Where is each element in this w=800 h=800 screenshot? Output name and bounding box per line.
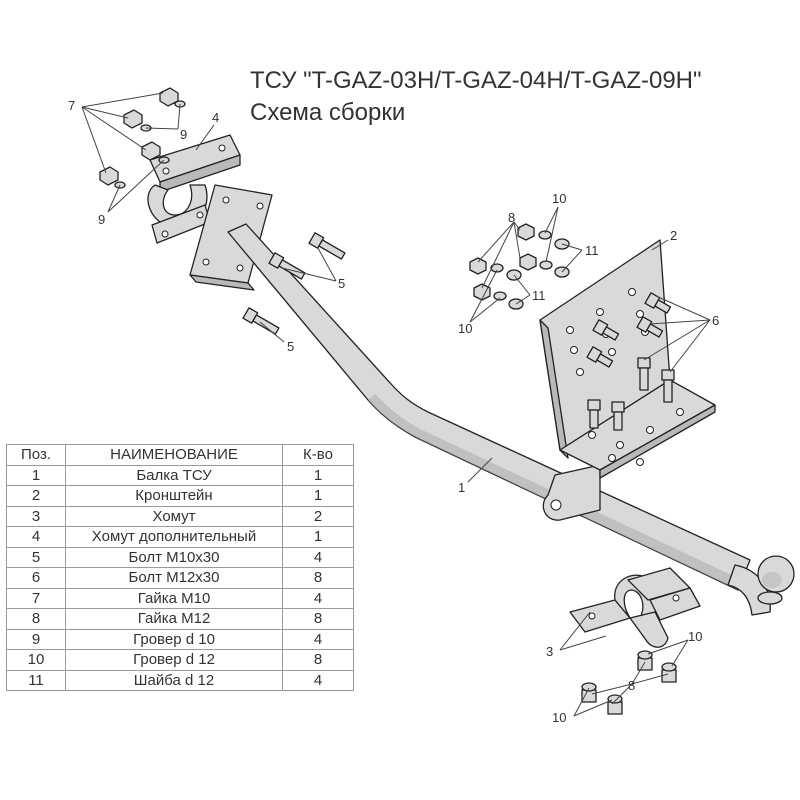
table-row: 9 Гровер d 10 4 bbox=[6, 628, 354, 650]
cell-name: Болт М10х30 bbox=[65, 546, 283, 568]
cell-quantity: 4 bbox=[282, 546, 354, 568]
part-2-bracket bbox=[539, 239, 716, 479]
callout-9-bottom: 9 bbox=[98, 212, 105, 227]
table-row: 1 Балка ТСУ 1 bbox=[6, 464, 354, 486]
parts-table: Поз. НАИМЕНОВАНИЕ К-во 1 Балка ТСУ 1 2 К… bbox=[6, 444, 354, 691]
callout-11-right: 11 bbox=[585, 243, 599, 258]
cell-quantity: 8 bbox=[282, 567, 354, 589]
cell-quantity: 8 bbox=[282, 608, 354, 630]
cell-position: 6 bbox=[6, 567, 66, 589]
cell-position: 8 bbox=[6, 608, 66, 630]
cell-quantity: 1 bbox=[282, 464, 354, 486]
cell-name: Шайба d 12 bbox=[65, 669, 283, 691]
callout-5-lower: 5 bbox=[287, 339, 294, 354]
callout-2: 2 bbox=[670, 228, 677, 243]
cell-name: Хомут bbox=[65, 505, 283, 527]
table-row: 11 Шайба d 12 4 bbox=[6, 669, 354, 691]
cell-position: 10 bbox=[6, 649, 66, 671]
column-header-quantity: К-во bbox=[282, 444, 354, 466]
cell-position: 11 bbox=[6, 669, 66, 691]
callout-8-upper: 8 bbox=[508, 210, 515, 225]
cell-name: Гайка М12 bbox=[65, 608, 283, 630]
callout-4: 4 bbox=[212, 110, 219, 125]
part-3-clamps bbox=[569, 567, 701, 648]
part-4-additional-clamp bbox=[147, 134, 241, 244]
part-1-towbar-beam bbox=[189, 184, 795, 616]
callout-8-bottom: 8 bbox=[628, 678, 635, 693]
table-row: 7 Гайка М10 4 bbox=[6, 587, 354, 609]
cell-name: Балка ТСУ bbox=[65, 464, 283, 486]
cell-position: 2 bbox=[6, 485, 66, 507]
callout-1: 1 bbox=[458, 480, 465, 495]
callout-11-middle: 11 bbox=[532, 288, 546, 303]
table-row: 6 Болт М12х30 8 bbox=[6, 567, 354, 589]
callout-7: 7 bbox=[68, 98, 75, 113]
cell-name: Кронштейн bbox=[65, 485, 283, 507]
table-row: 4 Хомут дополнительный 1 bbox=[6, 526, 354, 548]
callout-3: 3 bbox=[546, 644, 553, 659]
cell-quantity: 4 bbox=[282, 628, 354, 650]
callout-10-top: 10 bbox=[552, 191, 566, 206]
part-6-bolts bbox=[586, 292, 675, 431]
cell-name: Гровер d 12 bbox=[65, 649, 283, 671]
cell-quantity: 4 bbox=[282, 587, 354, 609]
cell-name: Хомут дополнительный bbox=[65, 526, 283, 548]
callout-9-top: 9 bbox=[180, 127, 187, 142]
table-row: 2 Кронштейн 1 bbox=[6, 485, 354, 507]
cell-position: 3 bbox=[6, 505, 66, 527]
callout-10-bottom-right: 10 bbox=[688, 629, 702, 644]
part-8-nuts-upper bbox=[469, 223, 537, 301]
cell-position: 7 bbox=[6, 587, 66, 609]
column-header-name: НАИМЕНОВАНИЕ bbox=[65, 444, 283, 466]
cell-quantity: 4 bbox=[282, 669, 354, 691]
callout-5-upper: 5 bbox=[338, 276, 345, 291]
leader-lines bbox=[81, 92, 711, 717]
callout-6: 6 bbox=[712, 313, 719, 328]
table-header-row: Поз. НАИМЕНОВАНИЕ К-во bbox=[6, 444, 354, 466]
part-5-bolts bbox=[242, 232, 346, 335]
cell-position: 4 bbox=[6, 526, 66, 548]
column-header-position: Поз. bbox=[6, 444, 66, 466]
page-title: ТСУ "T-GAZ-03H/T-GAZ-04H/T-GAZ-09H" bbox=[250, 67, 702, 94]
table-row: 10 Гровер d 12 8 bbox=[6, 649, 354, 671]
part-10-lock-washers-upper bbox=[490, 230, 553, 301]
table-row: 3 Хомут 2 bbox=[6, 505, 354, 527]
table-row: 8 Гайка М12 8 bbox=[6, 608, 354, 630]
cell-name: Гровер d 10 bbox=[65, 628, 283, 650]
cell-quantity: 1 bbox=[282, 526, 354, 548]
cell-quantity: 8 bbox=[282, 649, 354, 671]
page-subtitle: Схема сборки bbox=[250, 99, 406, 126]
cell-position: 9 bbox=[6, 628, 66, 650]
callout-10-middle: 10 bbox=[458, 321, 472, 336]
cell-quantity: 1 bbox=[282, 485, 354, 507]
callout-labels: 7 9 9 4 5 5 1 2 6 8 10 11 11 10 3 10 8 1… bbox=[68, 98, 719, 725]
cell-name: Гайка М10 bbox=[65, 587, 283, 609]
cell-position: 1 bbox=[6, 464, 66, 486]
cell-position: 5 bbox=[6, 546, 66, 568]
callout-10-bottom-left: 10 bbox=[552, 710, 566, 725]
cell-name: Болт М12х30 bbox=[65, 567, 283, 589]
table-row: 5 Болт М10х30 4 bbox=[6, 546, 354, 568]
cell-quantity: 2 bbox=[282, 505, 354, 527]
part-8-nuts-lower bbox=[581, 657, 677, 715]
part-7-nuts bbox=[99, 87, 179, 186]
